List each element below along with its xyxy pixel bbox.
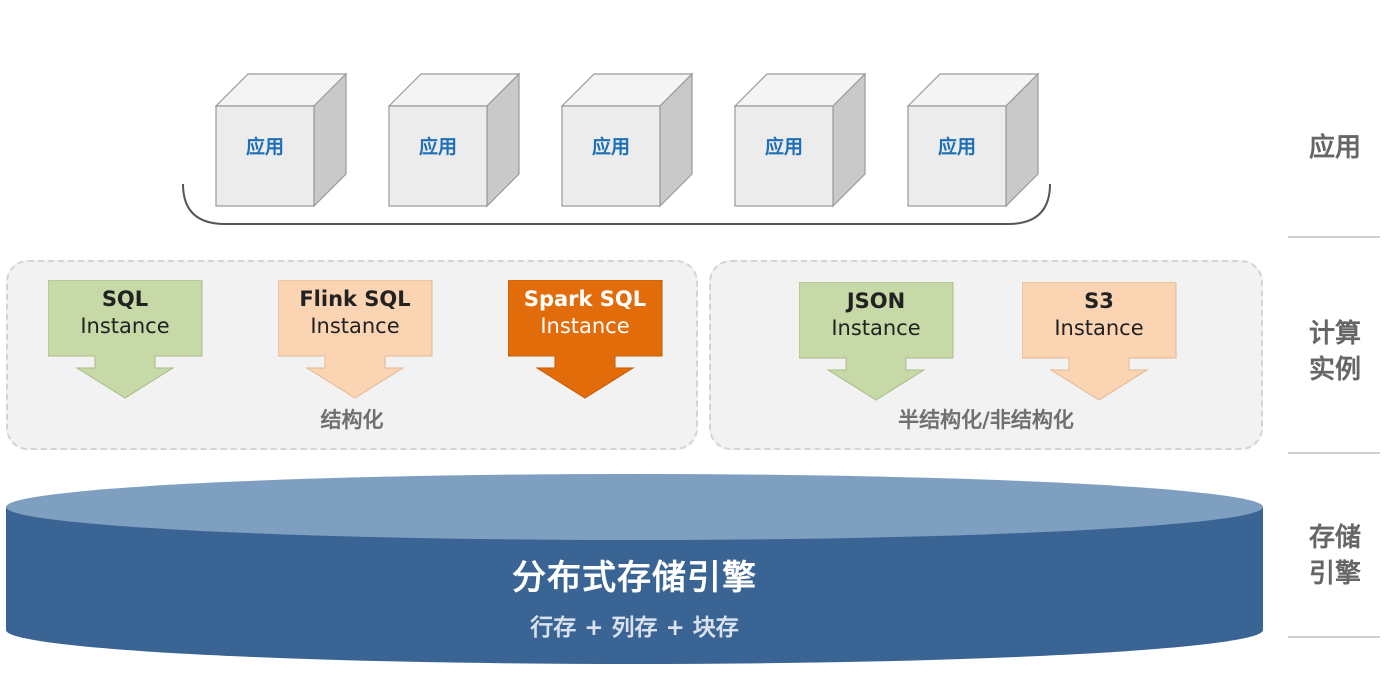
down-arrow-icon [1022,282,1177,401]
side-divider [1288,452,1380,454]
cube-icon [387,72,521,208]
app-bracket [182,183,1051,225]
app-box: 应用 [733,72,867,208]
down-arrow-icon [799,282,954,401]
storage-cylinder [6,474,1263,664]
cube-icon [560,72,694,208]
instance-subtitle: Instance [80,314,170,338]
side-label-line: 存储 [1308,523,1361,553]
instance-label: JSON Instance [799,288,953,342]
app-box-label: 应用 [937,136,976,158]
down-arrow-icon [48,280,203,399]
storage-subtitle: 行存 + 列存 + 块存 [530,615,739,641]
side-divider [1288,236,1380,238]
instance-subtitle: Instance [1054,316,1144,340]
app-box: 应用 [906,72,1040,208]
side-label-line: 实例 [1308,355,1361,385]
app-box: 应用 [214,72,348,208]
app-box: 应用 [560,72,694,208]
side-divider [1288,636,1380,638]
app-box: 应用 [387,72,521,208]
instance-title: SQL [101,287,149,311]
structured-group: SQL Instance Flink SQL Instance Spark SQ… [6,260,698,450]
group-label: 半结构化/非结构化 [898,408,1074,432]
cube-icon [906,72,1040,208]
app-box-label: 应用 [245,136,284,158]
storage-title: 分布式存储引擎 [512,558,757,598]
cube-icon [733,72,867,208]
down-arrow-icon [508,280,663,399]
semi-structured-group: JSON Instance S3 Instance 半结构化/非结构化 [709,260,1263,450]
instance-title: Spark SQL [523,287,647,311]
instance-title: JSON [846,289,906,313]
side-label-storage: 存储 引擎 [1290,520,1380,592]
instance-title: S3 [1084,289,1114,313]
app-box-label: 应用 [418,136,457,158]
side-label-app: 应用 [1290,130,1380,166]
side-label-line: 引擎 [1308,559,1361,589]
app-box-label: 应用 [591,136,630,158]
instance-label: Spark SQL Instance [508,286,662,340]
side-label-compute: 计算 实例 [1290,316,1380,388]
group-label: 结构化 [320,408,384,432]
cube-icon [214,72,348,208]
side-label-line: 应用 [1308,133,1361,163]
instance-label: Flink SQL Instance [278,286,432,340]
instance-label: SQL Instance [48,286,202,340]
instance-subtitle: Instance [540,314,630,338]
instance-subtitle: Instance [310,314,400,338]
instance-label: S3 Instance [1022,288,1176,342]
down-arrow-icon [278,280,433,399]
app-box-label: 应用 [764,136,803,158]
instance-subtitle: Instance [831,316,921,340]
side-label-line: 计算 [1308,319,1361,349]
instance-title: Flink SQL [299,287,411,311]
